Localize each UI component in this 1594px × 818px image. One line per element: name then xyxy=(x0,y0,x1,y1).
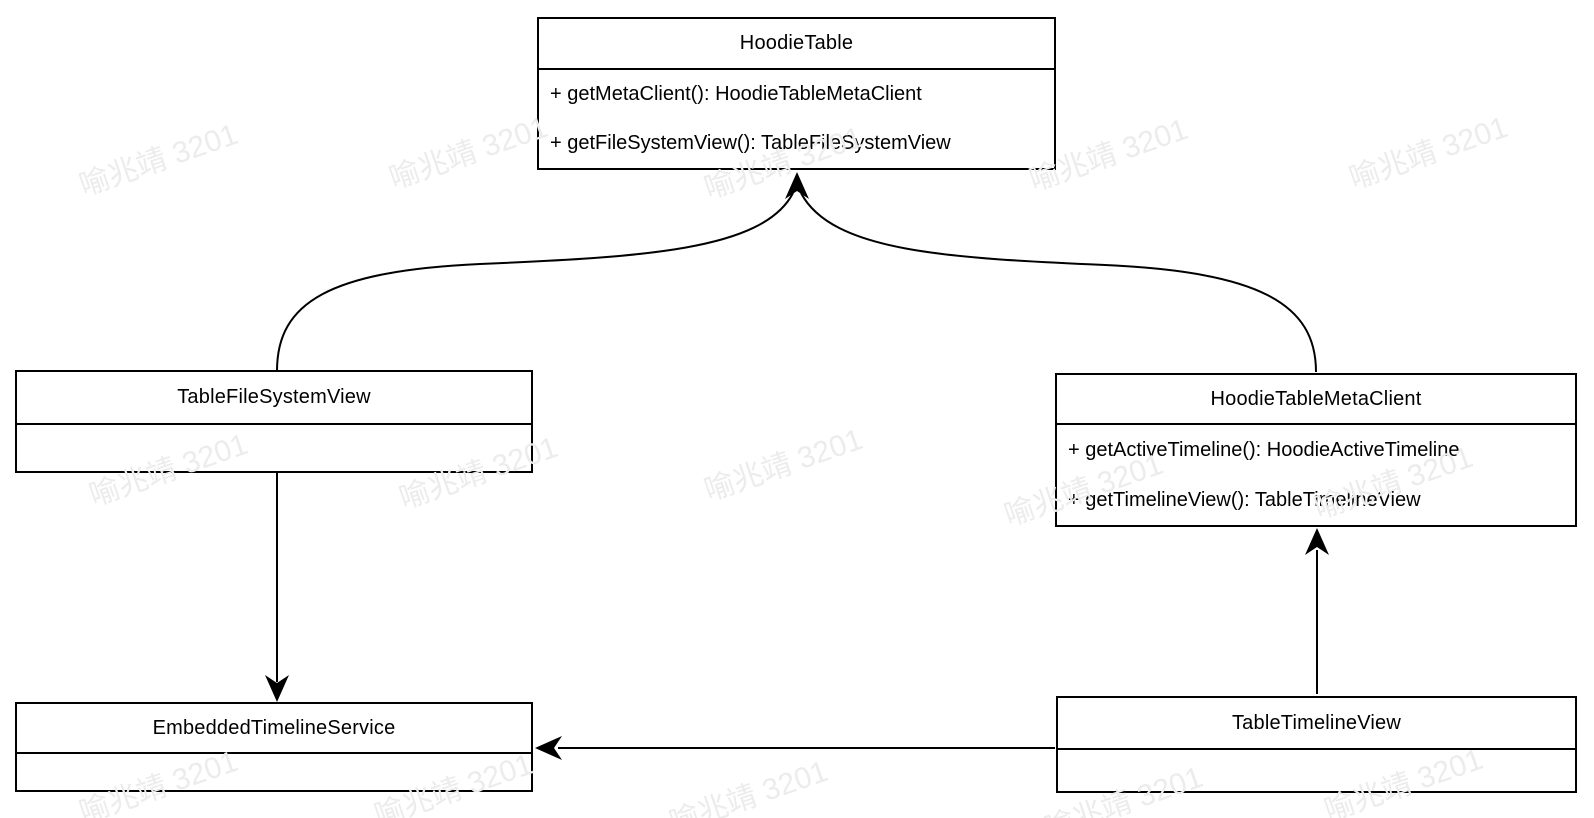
class-title-tabletimelineview: TableTimelineView xyxy=(1058,698,1575,750)
arrowhead-up-metaclient xyxy=(1305,528,1329,555)
class-title-embeddedtimelineservice: EmbeddedTimelineService xyxy=(17,704,531,754)
class-body-tabletimelineview xyxy=(1058,750,1575,791)
class-title-hoodietable: HoodieTable xyxy=(539,19,1054,70)
class-member: + getActiveTimeline(): HoodieActiveTimel… xyxy=(1068,438,1460,461)
class-body-tablefilesystemview xyxy=(17,425,531,471)
class-body-hoodietablemetaclient: + getActiveTimeline(): HoodieActiveTimel… xyxy=(1057,425,1575,525)
class-member: + getMetaClient(): HoodieTableMetaClient xyxy=(550,83,922,105)
edge-metaclient-to-hoodietable xyxy=(800,192,1317,373)
class-box-hoodietablemetaclient: HoodieTableMetaClient + getActiveTimelin… xyxy=(1055,373,1577,527)
arrowhead-down-embeddedtimelineservice xyxy=(265,675,289,702)
edge-filesystemview-to-hoodietable xyxy=(276,192,794,372)
arrowhead-left-embeddedtimelineservice xyxy=(535,736,562,760)
class-title-tablefilesystemview: TableFileSystemView xyxy=(17,372,531,425)
class-body-embeddedtimelineservice xyxy=(17,754,531,790)
class-box-hoodietable: HoodieTable + getMetaClient(): HoodieTab… xyxy=(537,17,1056,170)
class-title-hoodietablemetaclient: HoodieTableMetaClient xyxy=(1057,375,1575,425)
class-box-tablefilesystemview: TableFileSystemView xyxy=(15,370,533,473)
class-box-tabletimelineview: TableTimelineView xyxy=(1056,696,1577,793)
class-box-embeddedtimelineservice: EmbeddedTimelineService xyxy=(15,702,533,792)
class-member: + getTimelineView(): TableTimelineView xyxy=(1068,488,1421,511)
arrowhead-up-hoodietable xyxy=(785,172,809,199)
class-body-hoodietable: + getMetaClient(): HoodieTableMetaClient… xyxy=(539,70,1054,168)
class-member: + getFileSystemView(): TableFileSystemVi… xyxy=(550,132,951,154)
